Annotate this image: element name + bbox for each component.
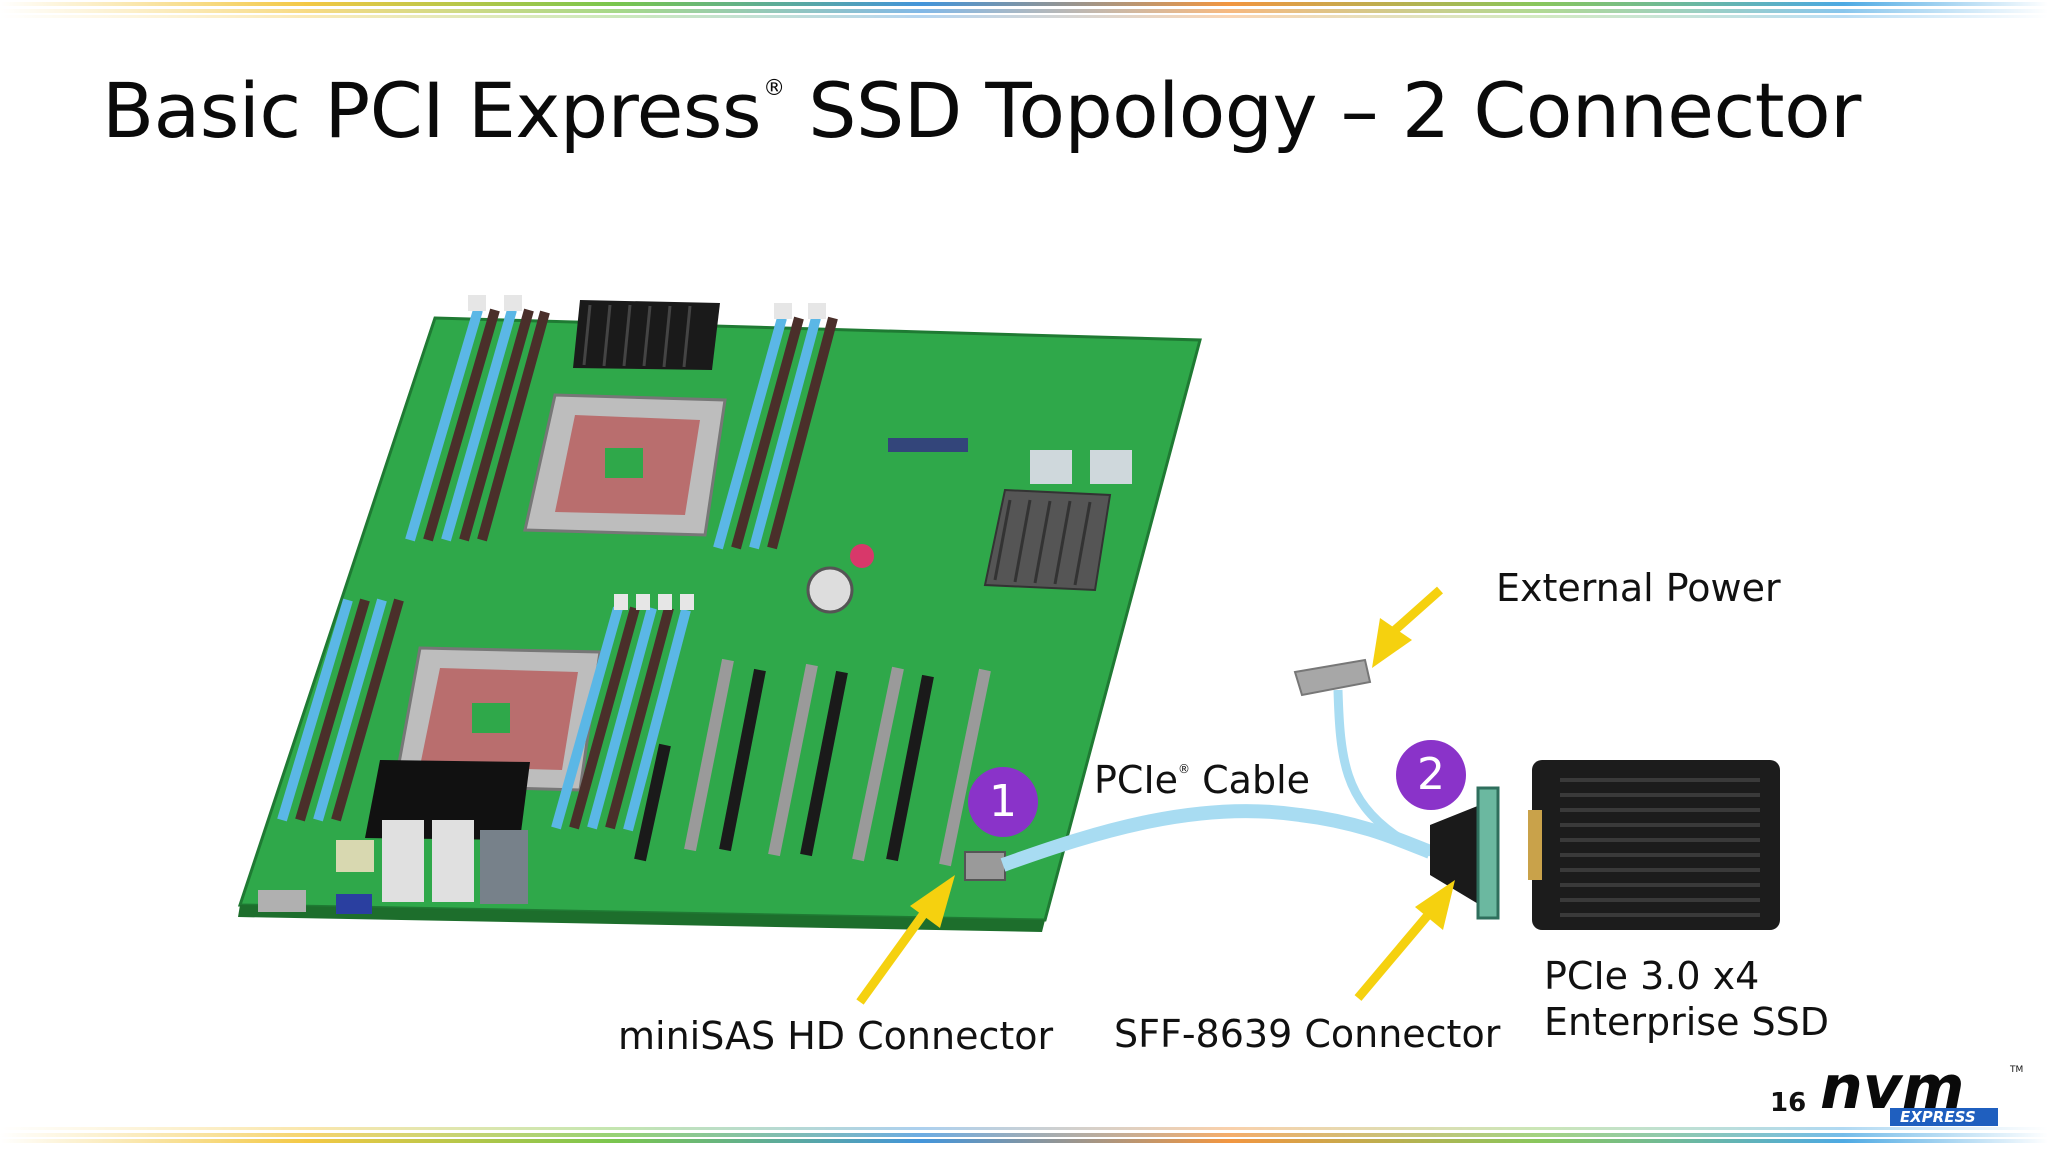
step-badge-1: 1 — [968, 767, 1038, 837]
label-ssd-line2: Enterprise SSD — [1544, 1000, 1830, 1044]
label-ssd-line1: PCIe 3.0 x4 — [1544, 954, 1760, 998]
page-number: 16 — [1770, 1088, 1807, 1118]
label-pcie-cable: PCIe® Cable — [1094, 758, 1310, 802]
enterprise-ssd-shape — [1528, 760, 1780, 930]
title-main: Basic PCI Express — [102, 66, 762, 155]
cpu-socket-1 — [523, 393, 727, 537]
power-connector-shape — [1293, 658, 1372, 697]
arrow-sff — [1354, 880, 1455, 1001]
pcie-cable-suffix: Cable — [1190, 758, 1311, 802]
pcie-slots — [634, 658, 991, 867]
nvm-express-logo: nvm EXPRESS TM — [1820, 1060, 2023, 1126]
pcie-cable-prefix: PCIe — [1094, 758, 1179, 802]
step-badge-2: 2 — [1396, 740, 1466, 810]
external-power-cable — [1333, 689, 1433, 857]
label-external-power: External Power — [1496, 566, 1781, 610]
title-registered-mark: ® — [763, 76, 785, 101]
top-decorative-stripe — [0, 2, 2048, 18]
logo-tm: TM — [2009, 1065, 2023, 1075]
sff-8639-connector-shape — [1430, 786, 1500, 920]
slide-title: Basic PCI Express® SSD Topology – 2 Conn… — [102, 66, 1861, 155]
arrow-external-power — [1372, 586, 1443, 668]
logo-subtext: EXPRESS — [1900, 1108, 1976, 1126]
minisas-connector-shape — [964, 851, 1006, 881]
pcie-cable-registered-mark: ® — [1178, 762, 1191, 776]
arrow-minisas — [856, 875, 955, 1005]
title-rest: SSD Topology – 2 Connector — [784, 66, 1861, 155]
motherboard-illustration — [237, 295, 1202, 932]
bottom-decorative-stripe — [0, 1127, 2048, 1143]
label-minisas-connector: miniSAS HD Connector — [618, 1014, 1054, 1058]
dimm-slots — [277, 295, 838, 832]
label-sff-8639-connector: SFF-8639 Connector — [1114, 1012, 1501, 1056]
